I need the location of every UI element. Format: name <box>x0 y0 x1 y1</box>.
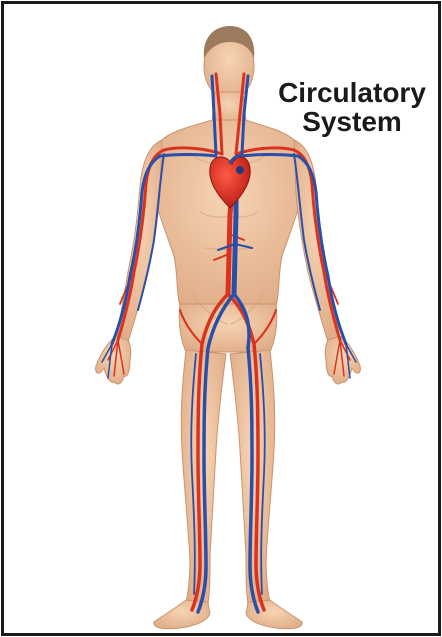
title-line-1: Circulatory <box>262 78 441 107</box>
pelvis <box>179 304 277 352</box>
diagram-title: Circulatory System <box>262 78 441 136</box>
title-line-2: System <box>262 107 441 136</box>
